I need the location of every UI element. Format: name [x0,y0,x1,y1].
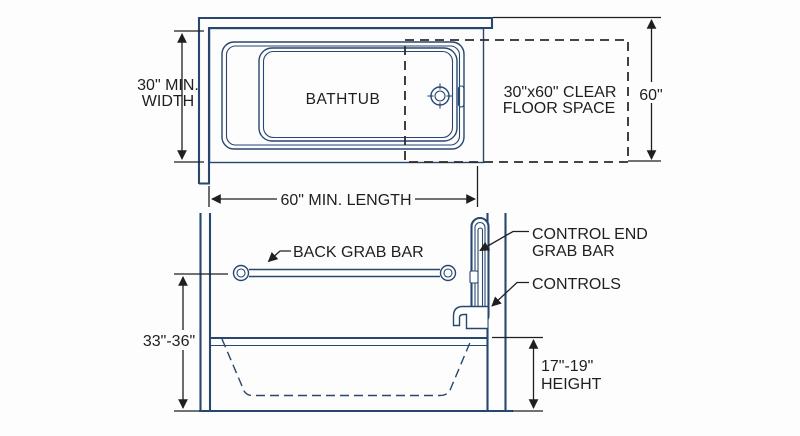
clear-floor-space-label-line1: 30"x60" CLEAR [504,84,617,101]
grab-bar-bracket [469,270,479,284]
controls-label: CONTROLS [532,276,621,293]
tub-height-label-line1: 17"-19" [541,358,593,375]
label-backing [277,189,415,208]
leader-arrow [479,230,529,252]
tub-height-label-line2: HEIGHT [541,376,602,393]
width-dimension: 30" MIN. WIDTH [137,30,204,163]
drain-icon [427,83,453,109]
grab-bar-flange [232,264,250,282]
plan-view: BATHTUB 30"x60" CLEAR FLOOR SPACE 30" MI… [137,16,667,209]
control-end-label-line1: CONTROL END [532,226,648,243]
controls-callout: CONTROLS [491,276,621,307]
grab-bar-flange [439,264,457,282]
back-grab-bar [232,264,457,282]
back-grab-bar-callout: BACK GRAB BAR [267,244,424,263]
right-dimension: 60" [493,16,667,162]
right-dim-label: 60" [639,87,662,104]
control-end-label-line2: GRAB BAR [532,243,615,260]
clear-floor-space-label-line2: FLOOR SPACE [503,100,616,117]
length-dim-label: 60" MIN. LENGTH [280,192,411,209]
tub-rim-inner [225,45,461,146]
leader-arrow [267,250,291,263]
leader-arrow [491,281,529,307]
clear-floor-space-outline [404,39,629,163]
wall-outer-line [197,16,493,184]
tub-basin-inner [262,50,454,139]
back-grab-bar-label: BACK GRAB BAR [293,244,424,261]
label-backing [139,330,199,350]
spout-icon [452,305,488,330]
label-backing [636,82,667,103]
width-dim-label-line1: 30" MIN. [137,77,199,94]
length-dimension: 60" MIN. LENGTH [208,166,479,209]
control-end-grab-bar-callout: CONTROL END GRAB BAR [479,226,648,260]
bathtub-label: BATHTUB [306,91,381,108]
elevation-view: BACK GRAB BAR CONTROL END GRAB BAR CONTR… [139,213,648,413]
grab-bar-height-label: 33"-36" [143,333,195,350]
tub-height-dimension: 17"-19" HEIGHT [492,336,602,412]
tub-basin-outer [258,47,458,142]
grab-bar-height-dimension: 33"-36" [139,273,228,412]
bathtub-outline [208,27,485,164]
tub-hidden-profile [221,338,473,397]
width-dim-label-line2: WIDTH [142,93,194,110]
overflow-icon [457,85,465,108]
